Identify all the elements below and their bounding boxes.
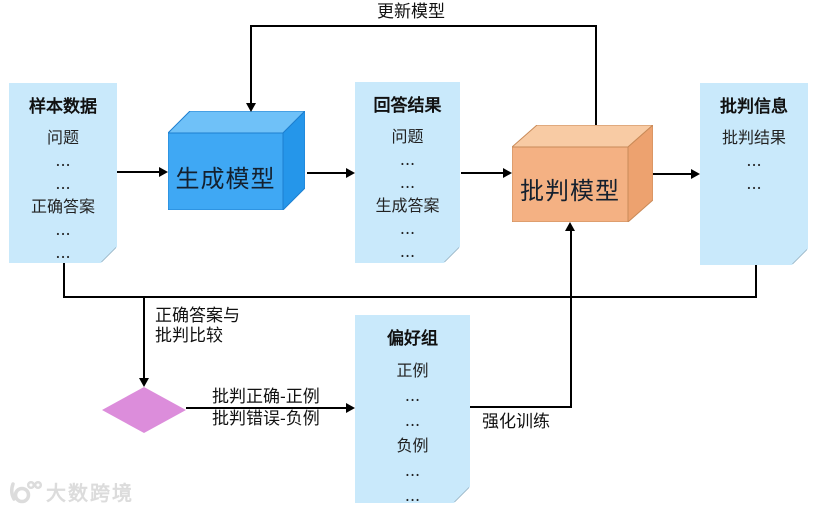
arrowhead-up [565, 222, 575, 231]
arrowhead-right [691, 169, 700, 179]
label-compare: 正确答案与 批判比较 [155, 306, 240, 346]
node-lines: 问题 ... ... 生成答案 ... ... [355, 125, 460, 263]
arrowhead-down [246, 103, 256, 112]
edge-branch-to-diamond [143, 296, 145, 380]
node-line: ... [399, 173, 416, 192]
node-line: ... [746, 151, 762, 170]
node-line: 生成答案 [375, 196, 440, 215]
node-label: 批判模型 [520, 177, 620, 205]
node-line: ... [55, 151, 71, 170]
node-line: ... [399, 219, 416, 238]
node-title: 偏好组 [387, 329, 438, 349]
node-lines: 问题 ... ... 正确答案 ... ... [9, 126, 117, 264]
node-generation-model: 生成模型 [166, 109, 307, 212]
node-critique-model: 批判模型 [510, 123, 655, 224]
arrowhead-right [346, 403, 355, 413]
edge-diamond-to-preference [186, 407, 346, 409]
edge-criticinfo-down [755, 265, 757, 298]
label-compare-line2: 批判比较 [155, 326, 223, 346]
node-line: ... [399, 242, 416, 261]
edge-genmodel-to-answer [307, 172, 348, 174]
node-line: ... [404, 461, 421, 480]
edge-answer-to-criticmodel [461, 172, 505, 174]
edge-preference-right [470, 406, 572, 408]
node-line: ... [746, 174, 762, 193]
node-line: 正确答案 [30, 197, 95, 216]
label-update-model: 更新模型 [377, 2, 445, 22]
node-line: 批判结果 [721, 128, 786, 147]
node-line: ... [404, 486, 421, 505]
label-compare-line1: 正确答案与 [155, 306, 240, 326]
node-line: 问题 [391, 127, 424, 146]
node-line: 负例 [396, 436, 429, 455]
watermark: 大数跨境 [8, 477, 134, 506]
arrowhead-right [159, 167, 168, 177]
arrowhead-down [139, 378, 149, 387]
label-critique-correct: 批判正确-正例 [212, 387, 320, 407]
edge-sample-to-genmodel [117, 171, 161, 173]
arrowhead-right [503, 168, 512, 178]
edge-feedback-vertical-left [250, 25, 252, 104]
node-title: 批判信息 [720, 97, 788, 117]
edge-feedback-vertical-right [595, 25, 597, 125]
brand-logo-icon [9, 480, 42, 503]
node-line: 正例 [396, 361, 429, 380]
arrowhead-right [346, 168, 355, 178]
diamond-shape [102, 387, 186, 433]
edge-reinforce-up [570, 229, 572, 408]
cube-shape [510, 123, 655, 224]
node-line: 问题 [46, 128, 79, 147]
node-title: 样本数据 [29, 97, 97, 117]
node-line: ... [55, 220, 71, 239]
node-critique-info: 批判信息 批判结果 ... ... [700, 83, 808, 265]
node-label: 生成模型 [175, 165, 276, 193]
node-line: ... [404, 386, 421, 405]
node-line: ... [55, 174, 71, 193]
node-line: ... [399, 150, 416, 169]
node-lines: 批判结果 ... ... [700, 126, 808, 195]
node-line: ... [55, 243, 71, 262]
node-answer-result: 回答结果 问题 ... ... 生成答案 ... ... [355, 82, 460, 263]
node-sample-data: 样本数据 问题 ... ... 正确答案 ... ... [9, 83, 117, 263]
node-decision-diamond [102, 387, 186, 437]
node-preference-group: 偏好组 正例 ... ... 负例 ... ... [355, 315, 470, 503]
label-reinforce-training: 强化训练 [482, 412, 550, 432]
edge-sample-down [63, 263, 65, 298]
note-fold-corner [792, 249, 807, 264]
edge-criticmodel-to-criticinfo [653, 173, 693, 175]
node-lines: 正例 ... ... 负例 ... ... [355, 358, 470, 508]
watermark-text: 大数跨境 [46, 481, 134, 505]
node-title: 回答结果 [373, 96, 442, 116]
label-critique-wrong: 批判错误-负例 [212, 409, 320, 429]
node-line: ... [404, 411, 421, 430]
edge-feedback-horizontal [250, 25, 597, 27]
edge-bottom-horizontal [63, 296, 757, 298]
